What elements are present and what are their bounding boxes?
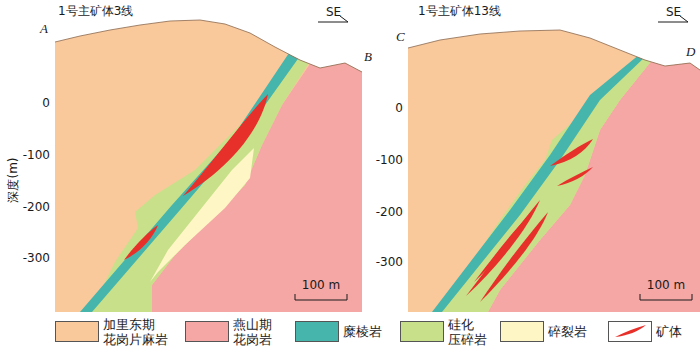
point-letter: C [396, 30, 405, 44]
topography-line [408, 30, 700, 70]
depth-tick: -300 [376, 255, 403, 269]
ore-body [183, 94, 268, 196]
point-letter: B [364, 50, 372, 64]
ore-body [557, 167, 593, 186]
legend-swatch [608, 321, 652, 342]
legend-swatch [295, 321, 339, 342]
depth-tick: -100 [376, 153, 403, 167]
ore-lens [615, 325, 646, 337]
scale-label: 100 m [647, 278, 685, 292]
granite-unit [488, 40, 700, 312]
ore-body [480, 212, 548, 302]
scale-label: 100 m [302, 278, 340, 292]
legend-text: 碎裂岩 [548, 324, 587, 339]
mylonite-band [80, 50, 300, 312]
ore-body [474, 214, 530, 282]
topography-line [55, 20, 362, 72]
mylonite-band [432, 54, 646, 312]
scale-bar [295, 294, 692, 300]
depth-tick: 0 [42, 96, 50, 110]
legend-text: 硅化 压碎岩 [448, 317, 487, 347]
depth-tick: 0 [395, 101, 403, 115]
ore-lens-symbol [609, 322, 651, 341]
legend-text: 燕山期 花岗岩 [233, 317, 272, 347]
direction-label: SE [666, 5, 681, 19]
granite-unit [152, 40, 362, 312]
legend-swatch [185, 321, 229, 342]
direction-arrow [318, 16, 688, 22]
ore-body [124, 225, 158, 260]
legend-text: 加里东期 花岗片麻岩 [103, 317, 168, 347]
gneiss-unit [55, 0, 362, 312]
gneiss-unit [408, 0, 700, 312]
section-13 [408, 0, 700, 312]
section-title: 1号主矿体3线 [58, 4, 133, 18]
depth-tick: -100 [23, 148, 50, 162]
legend-text: 糜棱岩 [343, 324, 382, 339]
legend-swatch [500, 321, 544, 342]
legend-swatch [55, 321, 99, 342]
section-title: 1号主矿体13线 [418, 4, 501, 18]
depth-tick: -200 [23, 200, 50, 214]
legend-text: 矿体 [656, 324, 682, 339]
legend-swatch [400, 321, 444, 342]
point-letter: D [686, 45, 695, 59]
section-3 [55, 0, 362, 312]
direction-label: SE [326, 5, 341, 19]
axis-title: 深度(m) [6, 157, 20, 202]
ore-body [466, 200, 540, 296]
depth-tick: -200 [376, 205, 403, 219]
ore-body [550, 139, 593, 166]
point-letter: A [40, 22, 48, 36]
depth-tick: -300 [23, 251, 50, 265]
